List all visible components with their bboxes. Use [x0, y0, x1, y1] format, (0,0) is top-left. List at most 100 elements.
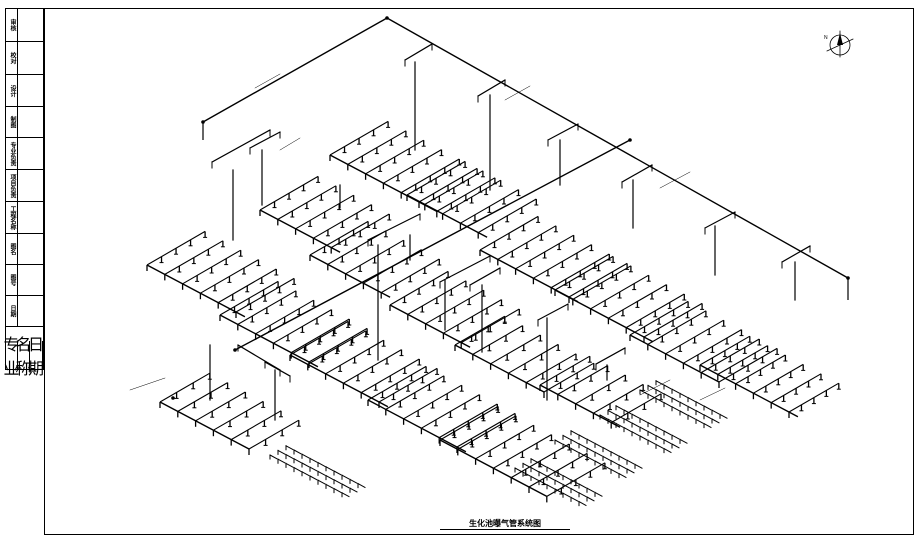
fine-bubble-diffuser: [655, 443, 664, 449]
fine-bubble-diffuser: [357, 482, 366, 489]
fitting-pipe: [595, 347, 626, 365]
diffuser-grid-zone-13: [629, 300, 780, 388]
title-block-footer-label: 日期: [28, 337, 45, 378]
fine-bubble-diffuser: [570, 438, 579, 445]
fitting-pipe: [249, 131, 281, 149]
fine-bubble-diffuser: [317, 470, 326, 476]
diffuser-grid-zone-9: [389, 270, 522, 349]
fine-bubble-diffuser: [663, 430, 672, 436]
diffuser-grid-zone-12: [554, 255, 705, 343]
fine-bubble-diffuser: [349, 487, 358, 493]
title-block-label-cell: 项目负责: [6, 170, 18, 201]
diffuser-branch: [490, 334, 541, 365]
fine-bubble-diffuser: [615, 422, 624, 428]
fine-bubble-diffuser: [687, 414, 696, 420]
title-block-label-cell: 图号: [6, 265, 18, 295]
fine-bubble-diffuser: [610, 451, 619, 457]
diffuser-branch: [457, 415, 517, 450]
fine-bubble-diffuser: [671, 406, 680, 412]
diffuser-branch: [572, 265, 632, 300]
diffuser-branch: [647, 310, 707, 345]
fine-bubble-diffuser: [610, 459, 619, 466]
fitting-pipe: [537, 303, 569, 321]
diffuser-grid-zone-1: [146, 230, 297, 318]
title-block-label: 项目负责: [9, 173, 15, 198]
fine-bubble-diffuser: [639, 435, 648, 441]
fine-bubble-diffuser: [554, 439, 563, 445]
fine-bubble-diffuser: [631, 422, 640, 428]
fine-bubble-diffuser: [578, 500, 587, 507]
fine-bubble-diffuser: [301, 453, 310, 459]
fine-bubble-diffuser: [578, 483, 587, 489]
title-block-label: 日期: [9, 305, 15, 317]
fine-bubble-diffuser: [309, 475, 318, 481]
diffuser-branch: [213, 400, 264, 431]
fine-bubble-diffuser: [647, 430, 656, 436]
pipe-node-marker: [628, 138, 632, 142]
fine-bubble-diffuser: [618, 472, 627, 479]
title-block-label: 专业负责: [9, 141, 15, 166]
fine-bubble-diffuser: [293, 466, 302, 473]
title-block: 审核校对设计制图专业负责项目负责工程名称图名图号日期专业名称日期: [4, 8, 44, 378]
fine-bubble-diffuser: [562, 492, 571, 498]
fine-bubble-diffuser: [623, 409, 632, 415]
fine-bubble-diffuser: [647, 384, 656, 390]
fitting-pipe: [477, 79, 506, 97]
fine-bubble-diffuser: [325, 474, 334, 481]
fine-bubble-diffuser: [655, 426, 664, 432]
pipe-node-marker: [233, 348, 237, 352]
fine-bubble-diffuser: [679, 392, 688, 398]
title-block-label-cell: 日期: [6, 296, 18, 326]
fine-bubble-diffuser: [293, 458, 302, 464]
diffuser-branch: [454, 344, 545, 393]
title-block-label: 校对: [9, 52, 15, 64]
fine-bubble-diffuser: [671, 443, 680, 449]
drawing-title: 生化池曝气管系统图: [440, 519, 570, 530]
diffuser-grid-zone-4: [329, 120, 497, 218]
fine-bubble-diffuser: [285, 445, 294, 451]
title-block-row: 制图: [6, 107, 43, 138]
fine-bubble-diffuser: [586, 487, 595, 493]
title-block-label: 图名: [9, 243, 15, 255]
fine-bubble-diffuser: [570, 487, 579, 494]
diffuser-grid-zone-5: [406, 160, 539, 239]
diffuser-branch: [539, 384, 621, 428]
fine-bubble-diffuser: [333, 487, 342, 494]
fine-bubble-diffuser: [663, 401, 672, 408]
fine-bubble-diffuser: [570, 496, 579, 502]
fine-bubble-diffuser: [578, 443, 587, 449]
title-block-footer-cell: 专业: [4, 337, 20, 378]
diffuser-grid-zone-3: [259, 175, 392, 254]
fine-bubble-diffuser: [663, 439, 672, 445]
diffuser-branch: [407, 280, 467, 315]
fine-bubble-diffuser: [655, 388, 664, 395]
diffuser-branch: [219, 314, 319, 368]
fine-bubble-diffuser: [679, 401, 688, 407]
diffuser-branch: [546, 462, 606, 497]
fine-bubble-diffuser: [663, 393, 672, 399]
diffuser-grid-zone-8: [367, 365, 518, 453]
fitting-pipe: [404, 43, 433, 61]
diffuser-branch: [525, 353, 577, 384]
fine-bubble-diffuser: [522, 471, 531, 477]
diffuser-grid-zone-2: [219, 280, 370, 368]
fine-bubble-diffuser: [711, 418, 720, 424]
fine-bubble-diffuser: [538, 462, 547, 468]
fine-bubble-diffuser: [586, 447, 595, 453]
fine-bubble-diffuser: [514, 467, 523, 473]
title-block-label-cell: 设计: [6, 75, 18, 106]
fine-bubble-diffuser: [570, 479, 579, 485]
fine-bubble-diffuser: [647, 421, 656, 428]
fine-bubble-diffuser: [317, 461, 326, 468]
diffuser-grid-zone-7: [289, 320, 440, 408]
fine-bubble-diffuser: [309, 466, 318, 472]
fine-bubble-diffuser: [349, 478, 358, 484]
fine-bubble-diffuser: [301, 471, 310, 477]
title-block-label-cell: 审核: [6, 9, 18, 41]
diffuser-grid-zone-16: [539, 355, 663, 429]
title-block-label-cell: 专业负责: [6, 138, 18, 169]
fine-bubble-diffuser: [679, 410, 688, 416]
dimension-line: [699, 387, 726, 401]
diffuser-branch: [508, 343, 559, 374]
